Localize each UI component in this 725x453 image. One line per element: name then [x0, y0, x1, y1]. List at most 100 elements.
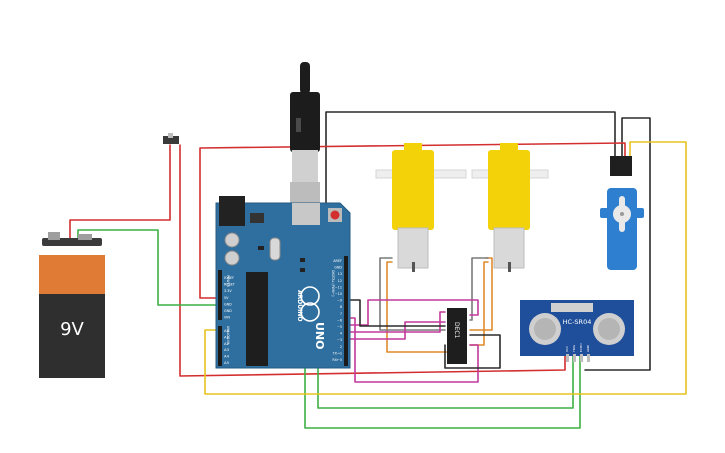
- switch-body: [163, 136, 179, 144]
- motor-2-terminal: [508, 262, 511, 272]
- motor-driver-body: [447, 308, 467, 364]
- servo-connector[interactable]: [610, 156, 632, 176]
- arduino-board: [215, 202, 351, 369]
- reset-button[interactable]: [330, 210, 340, 220]
- power-pin-label: 5V: [224, 296, 229, 300]
- analog-pin-label: A2: [224, 341, 230, 346]
- wire-magenta-4[interactable]: [344, 321, 446, 340]
- section-digital-label: DIGITAL (PWM~): [331, 270, 335, 296]
- ultrasonic-mesh-left: [534, 318, 556, 340]
- arduino-logo: [300, 286, 320, 322]
- wire-magenta-2[interactable]: [344, 299, 479, 326]
- power-pin-label: IOREF: [224, 276, 234, 280]
- battery-body: [39, 294, 105, 378]
- dc-motor-1[interactable]: [375, 143, 467, 272]
- smd-part-2: [300, 258, 305, 262]
- ultrasonic-pins: [566, 354, 590, 362]
- motor-1-top-tab: [404, 143, 422, 153]
- wire-gray-motor2[interactable]: [469, 257, 489, 321]
- digital-pin-label: AREF: [333, 259, 342, 263]
- section-analog-label: ANALOG IN: [226, 326, 230, 344]
- ultrasonic-pin-label: VCC: [565, 346, 569, 352]
- ultrasonic-mesh-right: [598, 318, 620, 340]
- wire-black-driver-2[interactable]: [444, 334, 501, 369]
- smd-part-1: [258, 246, 264, 250]
- wire-red-battery-switch[interactable]: [69, 144, 171, 239]
- arduino-brand-label: ARDUINO: [296, 290, 303, 321]
- slide-switch[interactable]: [163, 133, 179, 144]
- usb-port: [290, 182, 320, 206]
- battery-terminal-pos[interactable]: [78, 234, 92, 240]
- atmega-chip: [246, 272, 268, 366]
- usb-plug-housing: [290, 92, 320, 152]
- power-pin-label: VIN: [224, 316, 230, 320]
- power-pin-label: RESET: [224, 283, 236, 287]
- motor-1-gearbox: [392, 150, 434, 230]
- usb-cable[interactable]: [290, 62, 320, 206]
- digital-pin-label: 2: [340, 345, 342, 349]
- dc-motor-2[interactable]: [471, 143, 549, 272]
- digital-pin-label: 12: [338, 279, 342, 283]
- power-pin-label: GND: [224, 302, 232, 306]
- crystal-oscillator: [269, 237, 281, 261]
- battery-label: 9V: [60, 319, 84, 340]
- wire-red-bottom[interactable]: [179, 144, 566, 377]
- digital-pin-label: 4: [340, 332, 342, 336]
- battery-9v[interactable]: 9V: [39, 232, 105, 378]
- ultrasonic-pin-label: GND: [586, 344, 590, 352]
- motor-driver-label: DEC1: [453, 322, 460, 339]
- digital-pin-label: RX←0: [332, 358, 342, 362]
- capacitor-2-icon: [224, 250, 240, 266]
- wire-black-driver-1[interactable]: [344, 299, 446, 327]
- analog-pin-label: A3: [224, 347, 230, 352]
- power-pin-label: 3.3V: [224, 289, 232, 293]
- wire-yellow-servo[interactable]: [204, 141, 687, 395]
- wire-gray-motor1[interactable]: [379, 257, 446, 331]
- wire-black-servo-gnd[interactable]: [325, 111, 616, 271]
- wire-orange-motor2-b[interactable]: [469, 257, 493, 331]
- digital-pin-label: TX→1: [332, 351, 342, 355]
- motor-driver-chip[interactable]: DEC1: [447, 308, 467, 364]
- digital-header: [344, 256, 348, 366]
- digital-pin-label: ~3: [337, 338, 342, 342]
- digital-pin-label: 13: [338, 272, 342, 276]
- digital-pin-label: 7: [340, 312, 342, 316]
- usb-connector-metal: [292, 150, 318, 184]
- digital-pin-label: ~9: [337, 299, 342, 303]
- dc-power-jack[interactable]: [219, 196, 245, 226]
- wire-red-top[interactable]: [199, 142, 626, 299]
- analog-pin-label: A5: [224, 360, 230, 365]
- motor-2-gearbox: [488, 150, 530, 230]
- board-usb-port[interactable]: [292, 203, 320, 225]
- battery-terminal-neg[interactable]: [48, 232, 60, 240]
- wire-green-battery[interactable]: [77, 229, 241, 306]
- wire-magenta-1[interactable]: [344, 317, 479, 383]
- analog-pin-label: A1: [224, 334, 230, 339]
- servo-motor[interactable]: [600, 156, 644, 270]
- wire-black-servo-2[interactable]: [584, 117, 651, 371]
- ultrasonic-pin-label: ECHO: [579, 343, 583, 352]
- digital-pin-label: 8: [340, 305, 342, 309]
- arduino-uno[interactable]: ARDUINO UNO POWER ANALOG IN DIGITAL (PWM…: [215, 196, 351, 369]
- motor-2-top-tab: [500, 143, 518, 153]
- battery-top-band: [39, 255, 105, 295]
- capacitor-1-icon: [224, 232, 240, 248]
- motor-1-terminal: [412, 262, 415, 272]
- usb-cable-cord: [300, 62, 310, 94]
- analog-pin-label: A4: [224, 354, 230, 359]
- section-power-label: POWER: [226, 275, 230, 288]
- power-header: [218, 270, 222, 320]
- digital-pin-label: GND: [334, 266, 342, 270]
- switch-knob[interactable]: [168, 133, 173, 138]
- arduino-model-label: UNO: [313, 322, 326, 350]
- ultrasonic-label: HC-SR04: [563, 318, 592, 326]
- analog-pin-label: A0: [224, 328, 230, 333]
- digital-pin-label: ~10: [335, 292, 342, 296]
